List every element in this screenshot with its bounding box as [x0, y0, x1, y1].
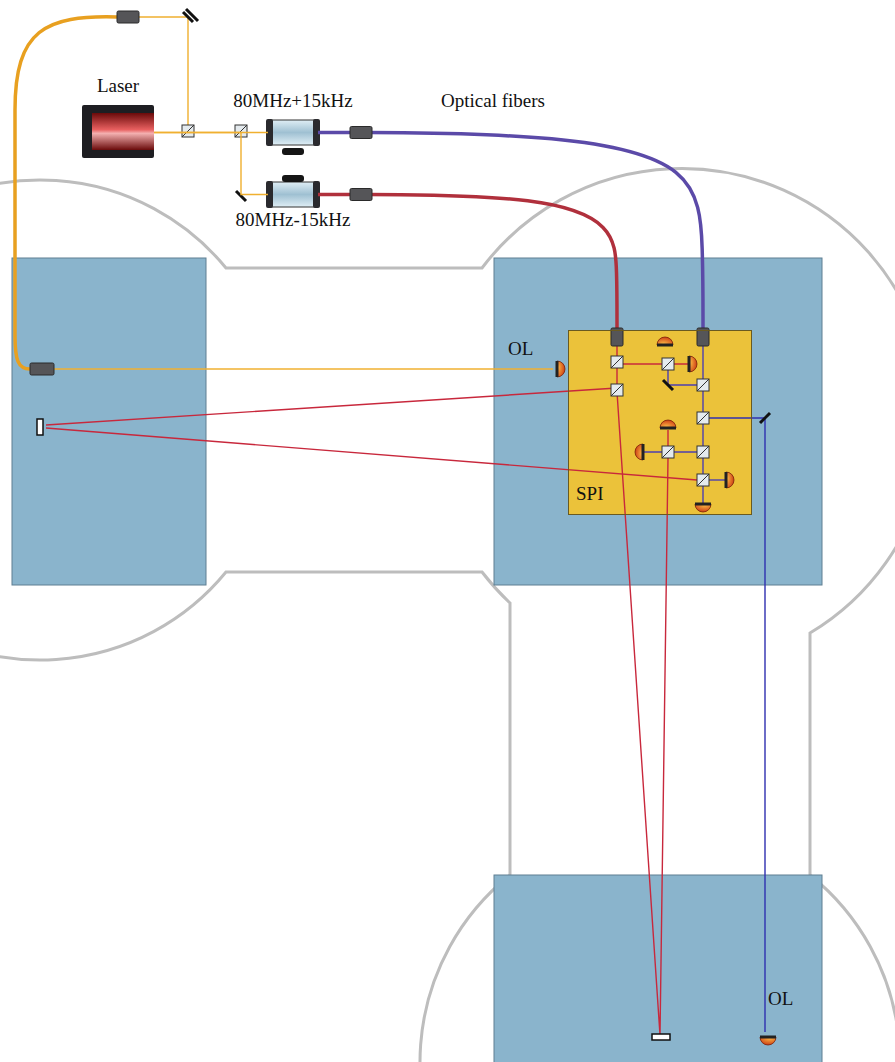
photodiode — [557, 361, 565, 377]
beam-splitter-cube — [662, 358, 674, 370]
laser-beam — [46, 388, 617, 425]
photodiode-face — [660, 427, 676, 430]
beam-splitter-cube — [697, 474, 709, 486]
beam-splitter-cube — [611, 356, 623, 368]
optical-fiber — [15, 17, 117, 369]
photodiode-face — [760, 1036, 776, 1039]
fiber-coupler — [350, 189, 372, 201]
laser-beam — [154, 133, 268, 195]
aom-box: 80MHz-15kHz — [268, 182, 318, 207]
optical-bench — [494, 875, 822, 1062]
beam-splitter — [611, 356, 623, 368]
laser-beam — [617, 392, 668, 1035]
beam-splitter-face — [611, 384, 623, 396]
photodiode — [689, 356, 697, 372]
photodiode — [657, 337, 673, 345]
aom-crystal — [268, 182, 318, 207]
optical-fiber — [318, 133, 703, 331]
photodetector — [635, 444, 643, 460]
photodetector — [657, 337, 673, 345]
fiber-coupler — [117, 11, 139, 23]
component-label: 80MHz+15kHz — [233, 90, 352, 112]
optical-fiber — [318, 195, 617, 331]
beam-splitter — [611, 384, 623, 396]
beam-splitter-face — [182, 125, 194, 137]
photodetector — [760, 1037, 776, 1045]
photodiode-face — [725, 472, 728, 488]
mirror — [37, 419, 43, 435]
laser-source: Laser — [82, 105, 154, 158]
beam-splitter-face — [697, 446, 709, 458]
mirror — [760, 413, 770, 423]
aom-transducer — [282, 175, 304, 182]
component-label: Laser — [97, 75, 139, 97]
beam-splitter — [182, 125, 194, 137]
photodiode-face — [642, 444, 645, 460]
spi-bench: SPI — [568, 330, 752, 515]
laser-beam — [617, 363, 690, 364]
spi-bench-fill — [568, 330, 752, 515]
detector-label: OL — [508, 338, 533, 360]
photodiode — [695, 504, 711, 512]
detector-label: OL — [768, 988, 793, 1010]
photodetector — [726, 472, 734, 488]
vacuum-chamber-outline — [0, 168, 895, 1062]
mirror — [186, 9, 198, 21]
photodiode — [660, 420, 676, 428]
aom-crystal — [268, 120, 318, 145]
photodiode — [726, 472, 734, 488]
photodiode-face — [688, 356, 691, 372]
beam-splitter-cube — [697, 379, 709, 391]
beam-splitter-face — [662, 446, 674, 458]
mirror — [652, 1034, 670, 1040]
photodiode-face — [556, 361, 559, 377]
beam-splitter-cube — [697, 412, 709, 424]
photodiode-face — [657, 344, 673, 347]
beam-splitter-cube — [662, 446, 674, 458]
fiber-coupler — [350, 127, 372, 139]
beam-splitter-face — [662, 358, 674, 370]
beam-splitter-cube — [697, 446, 709, 458]
beam-splitter-face — [697, 474, 709, 486]
beam-splitter-cube — [182, 125, 194, 137]
beam-splitter — [697, 412, 709, 424]
beam-splitter — [697, 446, 709, 458]
beam-splitter — [662, 446, 674, 458]
photodetector — [689, 356, 697, 372]
component-label: 80MHz-15kHz — [235, 209, 350, 231]
bench-label: SPI — [576, 483, 603, 505]
optical-bench — [494, 258, 822, 585]
photodetector — [660, 420, 676, 428]
photodetector — [695, 504, 711, 512]
laser-beam — [46, 428, 697, 480]
photodiode-face — [695, 503, 711, 506]
laser-beam — [54, 368, 553, 369]
fiber-label: Optical fibers — [441, 90, 545, 112]
photodiode — [635, 444, 643, 460]
laser-beam — [703, 418, 765, 1032]
photodetector — [557, 361, 565, 377]
fiber-coupler — [30, 363, 54, 375]
beam-splitter — [697, 474, 709, 486]
photodiode — [760, 1037, 776, 1045]
beam-splitter-face — [611, 356, 623, 368]
aom-box: 80MHz+15kHz — [268, 120, 318, 145]
beam-splitter — [662, 358, 674, 370]
beam-splitter-cube — [611, 384, 623, 396]
beam-splitter — [697, 379, 709, 391]
laser-tube — [92, 113, 154, 150]
beam-splitter-face — [697, 412, 709, 424]
laser-housing — [82, 105, 154, 158]
mirror — [663, 380, 673, 390]
aom-transducer — [282, 148, 304, 155]
beam-splitter-face — [697, 379, 709, 391]
